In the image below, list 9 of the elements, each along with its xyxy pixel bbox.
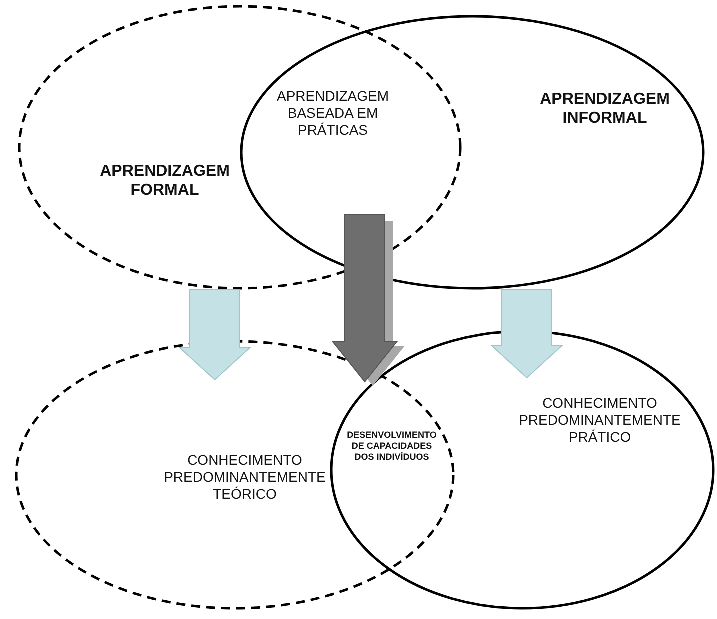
ellipse-label: APRENDIZAGEM INFORMAL <box>540 90 670 128</box>
ellipse-label: CONHECIMENTO PREDOMINANTEMENTE PRÁTICO <box>518 395 682 446</box>
block-arrow <box>490 290 564 379</box>
ellipse-label: APRENDIZAGEM FORMAL <box>99 162 231 200</box>
overlap-label: APRENDIZAGEM BASEADA EM PRÁTICAS <box>258 88 408 138</box>
overlap-label: DESENVOLVIMENTO DE CAPACIDADES DOS INDIVÍDUOS <box>346 430 438 462</box>
block-arrow <box>332 214 405 386</box>
ellipse-label: CONHECIMENTO PREDOMINANTEMENTE TEÓRICO <box>163 452 327 502</box>
block-arrow <box>178 290 252 381</box>
